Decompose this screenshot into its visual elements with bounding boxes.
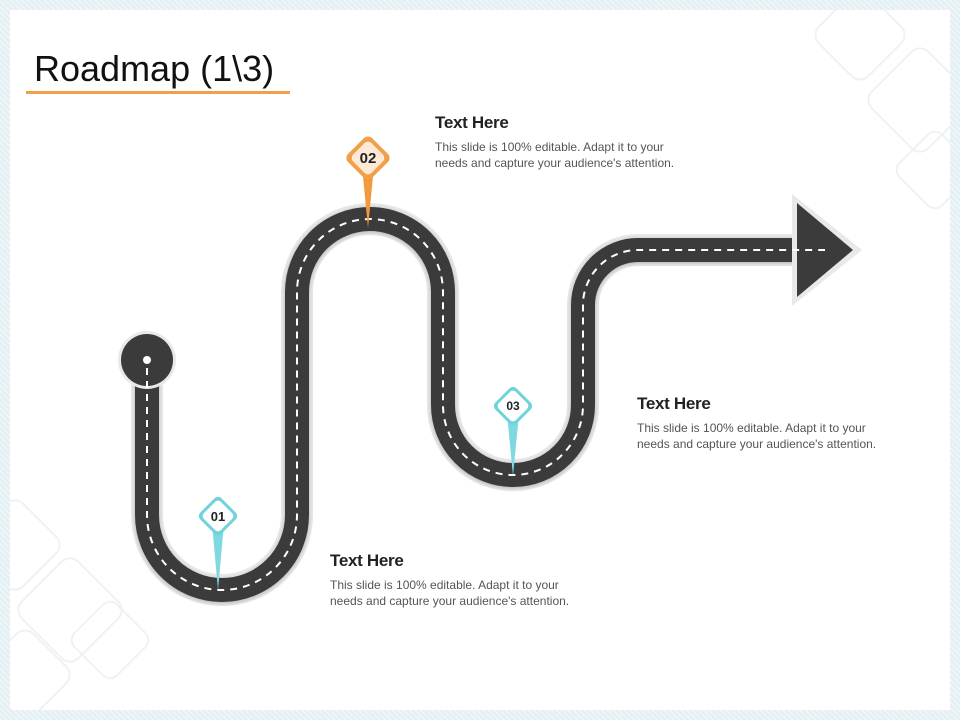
milestone-number: 01 — [210, 509, 226, 524]
page-title: Roadmap (1\3) — [34, 48, 275, 89]
milestone-heading: Text Here — [330, 551, 404, 570]
map-pin-icon — [493, 386, 533, 476]
milestone-number: 02 — [359, 150, 377, 167]
milestone-text-01: Text Here This slide is 100% editable. A… — [330, 551, 600, 609]
milestone-text-02: Text Here This slide is 100% editable. A… — [435, 113, 705, 171]
map-pin-icon — [198, 496, 238, 590]
roadmap-road — [118, 194, 862, 606]
map-pin-icon — [346, 136, 390, 228]
milestone-number: 03 — [506, 399, 520, 413]
milestone-heading: Text Here — [435, 113, 509, 132]
milestone-marker-02: 02 — [346, 136, 390, 236]
road-surface — [135, 207, 810, 602]
milestone-description: This slide is 100% editable. Adapt it to… — [435, 140, 675, 170]
milestone-text-03: Text Here This slide is 100% editable. A… — [637, 394, 907, 452]
milestone-marker-01: 01 — [196, 494, 240, 594]
background-decoration — [10, 10, 950, 710]
road-start-dot — [143, 356, 151, 364]
milestone-description: This slide is 100% editable. Adapt it to… — [637, 421, 877, 451]
milestone-heading: Text Here — [637, 394, 711, 413]
milestone-marker-03: 03 — [491, 384, 535, 484]
milestone-description: This slide is 100% editable. Adapt it to… — [330, 578, 570, 608]
title-underline — [26, 91, 290, 94]
slide: Roadmap (1\3) 01 — [10, 10, 950, 710]
